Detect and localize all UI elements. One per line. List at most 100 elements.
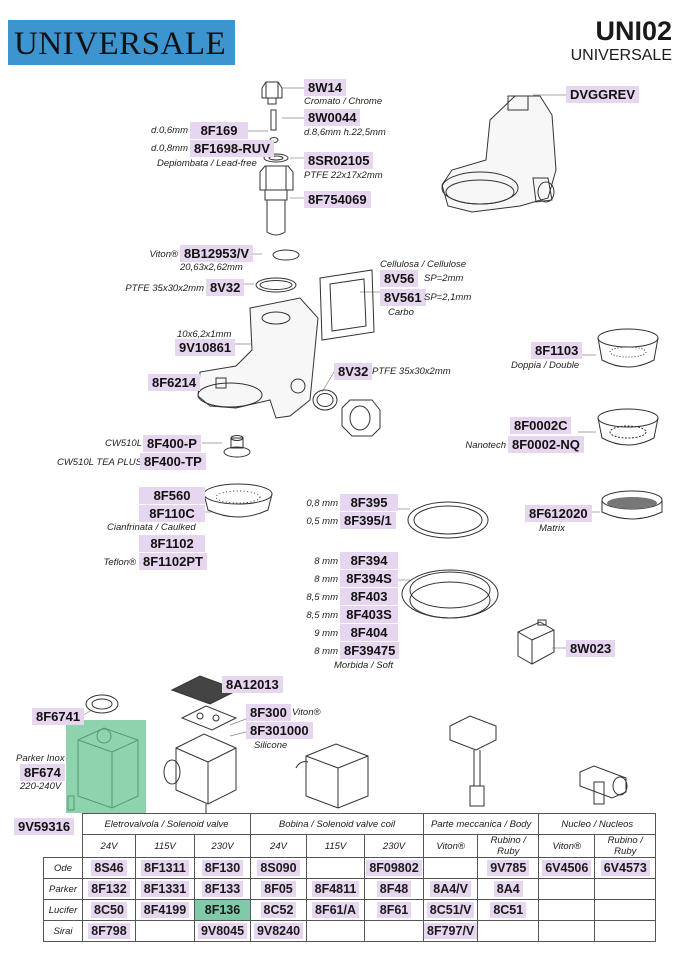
part-8W14[interactable]: 8W14 — [304, 79, 346, 96]
part-8F674[interactable]: 8F674 — [20, 764, 65, 781]
table-cell[interactable]: 8F09802 — [366, 860, 422, 876]
table-cell[interactable]: 9V785 — [487, 860, 530, 876]
part-9V10861[interactable]: 9V10861 — [175, 339, 236, 356]
coil-seal-drawing — [85, 694, 119, 714]
part-8W0044[interactable]: 8W0044 — [304, 109, 361, 126]
note-8F1698: d.0,8mm — [151, 143, 188, 154]
table-cell[interactable]: 8F1331 — [140, 881, 190, 897]
table-cell[interactable]: 9V8045 — [197, 923, 248, 939]
part-8F395[interactable]: 8F395 — [340, 494, 398, 511]
table-cell[interactable]: 8F61 — [376, 902, 412, 918]
table-cell[interactable]: 8F05 — [261, 881, 296, 897]
table-cell[interactable]: 8F797/V — [424, 923, 478, 939]
part-8F1102[interactable]: 8F1102 — [139, 535, 205, 552]
subheader-coil-115v: 115V — [306, 834, 365, 858]
note-8SR02105: PTFE 22x17x2mm — [304, 170, 383, 181]
part-8F300[interactable]: 8F300 — [246, 704, 291, 721]
note-8F39475: 8 mm — [314, 646, 338, 657]
group-body: Parte meccanica / Body — [422, 813, 540, 835]
part-8F400-TP[interactable]: 8F400-TP — [140, 453, 206, 470]
part-8F6214[interactable]: 8F6214 — [148, 374, 201, 391]
table-cell[interactable]: 8A4 — [493, 881, 523, 897]
part-8F404[interactable]: 8F404 — [340, 624, 398, 641]
note-8F1698-leadfree: Depiombata / Lead-free — [157, 158, 257, 169]
table-cell[interactable]: 8C51/V — [426, 902, 475, 918]
valve-mechanical-body-drawing — [449, 715, 497, 807]
brand-name: UNIVERSALE — [14, 26, 227, 62]
part-8B12953-V[interactable]: 8B12953/V — [180, 245, 254, 262]
table-row: Lucifer 8C50 8F4199 8F136 8C52 8F61/A 8F… — [43, 899, 657, 921]
part-8F560[interactable]: 8F560 — [139, 487, 205, 504]
group-solenoid-valve: Eletrovalvola / Solenoid valve — [82, 813, 251, 835]
note-8W14: Cromato / Chrome — [304, 96, 383, 107]
note-8V561-carbo: Carbo — [388, 307, 414, 318]
part-8V32-top[interactable]: 8V32 — [206, 279, 245, 296]
table-row: Parker 8F132 8F1331 8F133 8F05 8F4811 8F… — [43, 878, 657, 900]
note-8V56-cellulose: Cellulosa / Cellulose — [380, 259, 467, 270]
note-8F169: d.0,6mm — [151, 125, 188, 136]
table-cell[interactable]: 8C52 — [260, 902, 297, 918]
part-8W023[interactable]: 8W023 — [566, 640, 616, 657]
highlighted-valve-area — [66, 720, 146, 813]
solenoid-coil-drawing — [295, 743, 369, 809]
table-cell[interactable]: 8S090 — [257, 860, 300, 876]
note-8F1103: Doppia / Double — [511, 360, 580, 371]
table-cell[interactable]: 8A4/V — [430, 881, 471, 897]
table-cell[interactable]: 9V8240 — [253, 923, 304, 939]
table-cell[interactable]: 8F133 — [201, 881, 244, 897]
part-DVGGREV[interactable]: DVGGREV — [566, 86, 640, 103]
part-8F1103[interactable]: 8F1103 — [531, 342, 583, 359]
table-cell-highlighted[interactable]: 8F136 — [201, 902, 244, 918]
part-8F1698-RUV[interactable]: 8F1698-RUV — [190, 140, 274, 157]
row-label-ode: Ode — [43, 857, 83, 879]
note-8F110C: Cianfrinata / Caulked — [107, 522, 196, 533]
part-8F394S[interactable]: 8F394S — [340, 570, 398, 587]
part-9V59316[interactable]: 9V59316 — [14, 818, 75, 835]
table-cell[interactable]: 8F132 — [88, 881, 130, 897]
note-8F403S: 8,5 mm — [306, 610, 338, 621]
part-8F1102PT[interactable]: 8F1102PT — [139, 553, 207, 570]
part-8F39475[interactable]: 8F39475 — [340, 642, 400, 659]
part-8F169[interactable]: 8F169 — [190, 122, 248, 139]
part-8F400-P[interactable]: 8F400-P — [143, 435, 201, 452]
table-cell[interactable]: 8F61/A — [312, 902, 359, 918]
table-cell[interactable]: 8F4199 — [140, 902, 190, 918]
part-8F403S[interactable]: 8F403S — [340, 606, 398, 623]
part-8A12013[interactable]: 8A12013 — [222, 676, 283, 693]
part-8F0002C[interactable]: 8F0002C — [510, 417, 572, 434]
table-cell[interactable]: 6V4506 — [542, 860, 592, 876]
subheader-body-viton: Viton® — [422, 834, 479, 858]
part-8F110C[interactable]: 8F110C — [139, 505, 205, 522]
subheader-valve-24v: 24V — [82, 834, 136, 858]
gasket-ring-drawing — [407, 501, 489, 539]
part-8F395-1[interactable]: 8F395/1 — [340, 512, 396, 529]
note-8V561: SP=2,1mm — [424, 292, 472, 303]
part-8V561[interactable]: 8V561 — [380, 289, 426, 306]
table-cell[interactable]: 8F1311 — [141, 860, 189, 876]
note-8F39475-soft: Morbida / Soft — [334, 660, 394, 671]
note-8F403: 8,5 mm — [306, 592, 338, 603]
part-8F6741[interactable]: 8F6741 — [32, 708, 85, 725]
table-cell[interactable]: 8F48 — [376, 881, 412, 897]
part-8F403[interactable]: 8F403 — [340, 588, 398, 605]
table-cell[interactable]: 8F4811 — [311, 881, 360, 897]
table-cell[interactable]: 8F798 — [88, 923, 130, 939]
part-8F301000[interactable]: 8F301000 — [246, 722, 313, 739]
table-cell[interactable]: 6V4573 — [600, 860, 650, 876]
table-cell[interactable]: 8S46 — [91, 860, 127, 876]
table-cell[interactable]: 8C50 — [91, 902, 127, 918]
note-8F301000: Silicone — [254, 740, 288, 751]
table-cell[interactable]: 8F130 — [201, 860, 244, 876]
part-8F754069[interactable]: 8F754069 — [304, 191, 371, 208]
thick-gasket-drawing — [401, 569, 499, 619]
note-9V10861: 10x6,2x1mm — [177, 329, 232, 340]
part-8F394[interactable]: 8F394 — [340, 552, 398, 569]
note-8V32-bottom: PTFE 35x30x2mm — [372, 366, 451, 377]
part-8SR02105[interactable]: 8SR02105 — [304, 152, 374, 169]
part-8V56[interactable]: 8V56 — [380, 270, 419, 287]
part-8F0002-NQ[interactable]: 8F0002-NQ — [508, 436, 584, 453]
row-label-parker: Parker — [43, 878, 83, 900]
table-cell[interactable]: 8C51 — [490, 902, 527, 918]
part-8V32-bottom[interactable]: 8V32 — [334, 363, 373, 380]
part-8F612020[interactable]: 8F612020 — [525, 505, 592, 522]
